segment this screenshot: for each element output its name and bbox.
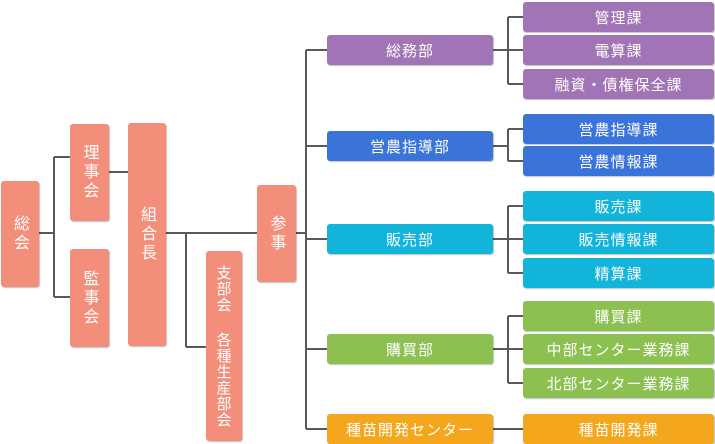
section-box: 販売課 [523, 191, 714, 221]
section-box: 販売情報課 [523, 224, 714, 254]
dept-general-affairs: 総務部 [327, 35, 493, 65]
branch-groups-box: 支部会 各種生産部会 [206, 251, 242, 441]
section-box: 営農情報課 [523, 146, 714, 176]
president-box: 組合長 [128, 123, 166, 346]
auditors-box: 監事会 [70, 249, 109, 347]
dept-sales: 販売部 [327, 224, 493, 254]
section-box: 購買課 [523, 301, 714, 331]
general-assembly-box: 総会 [1, 181, 39, 287]
board-box: 理事会 [70, 124, 109, 221]
dept-farm-guidance: 営農指導部 [327, 131, 493, 161]
section-box: 種苗開発課 [523, 414, 714, 444]
section-box: 電算課 [523, 35, 714, 65]
councilor-box: 参事 [257, 185, 296, 282]
dept-purchasing: 購買部 [327, 334, 493, 364]
section-box: 営農指導課 [523, 114, 714, 144]
section-box: 中部センター業務課 [523, 334, 714, 364]
section-box: 融資・債権保全課 [523, 69, 714, 99]
section-box: 管理課 [523, 2, 714, 32]
section-box: 北部センター業務課 [523, 368, 714, 398]
section-box: 精算課 [523, 258, 714, 288]
dept-seedling-center: 種苗開発センター [327, 414, 493, 444]
